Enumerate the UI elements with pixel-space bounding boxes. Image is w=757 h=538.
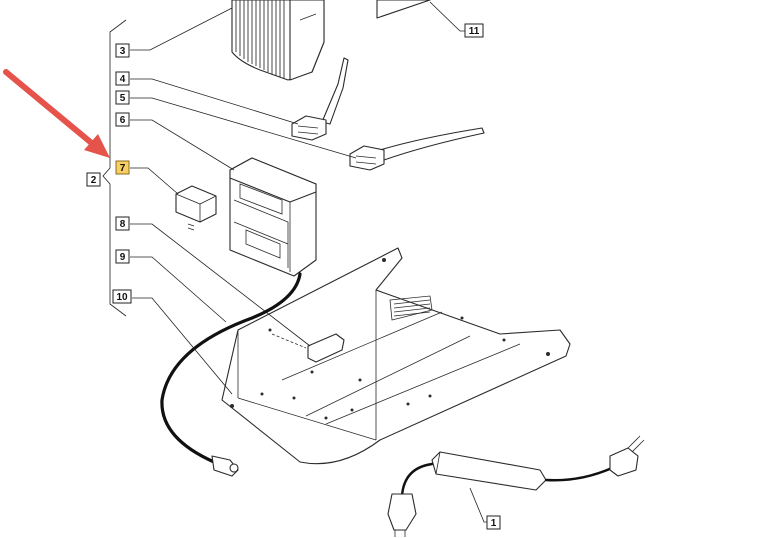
part-8-bracket — [271, 333, 345, 363]
base-plate — [221, 247, 571, 465]
group-bracket — [102, 19, 127, 317]
callout-3: 3 — [115, 43, 130, 58]
callout-6: 6 — [115, 112, 130, 127]
part-4-connector — [291, 57, 349, 141]
leader-11 — [429, 1, 465, 32]
leader-5 — [130, 97, 357, 159]
callout-5: 5 — [115, 90, 130, 105]
leader-4 — [130, 78, 299, 125]
svg-text:6: 6 — [120, 115, 126, 126]
svg-text:8: 8 — [120, 219, 126, 230]
leader-6 — [130, 119, 235, 171]
callout-8: 8 — [115, 216, 130, 231]
callout-10: 10 — [112, 289, 132, 304]
svg-text:2: 2 — [91, 175, 97, 186]
svg-text:11: 11 — [469, 26, 480, 37]
part-7-module — [175, 185, 217, 231]
svg-text:4: 4 — [120, 74, 126, 85]
part-6-housing — [229, 157, 317, 277]
callout-1: 1 — [486, 515, 501, 530]
svg-text:3: 3 — [120, 46, 126, 57]
callout-7-highlighted: 7 — [115, 160, 130, 175]
callout-11: 11 — [464, 23, 484, 38]
svg-text:9: 9 — [120, 252, 126, 263]
svg-text:1: 1 — [491, 518, 497, 529]
leader-3 — [130, 7, 233, 51]
part-11-panel — [376, 0, 431, 19]
svg-text:5: 5 — [120, 93, 126, 104]
leader-9 — [130, 256, 227, 323]
leader-10 — [132, 297, 233, 395]
leader-8 — [130, 223, 311, 347]
part-3-heatsink — [231, 0, 325, 81]
part-5-connector — [349, 127, 485, 171]
red-arrow-icon — [3, 69, 110, 158]
leader-7 — [130, 167, 179, 195]
part-1-power-adapter — [387, 435, 645, 537]
callout-2: 2 — [86, 172, 101, 187]
svg-text:7: 7 — [120, 163, 126, 174]
part-9-cable — [160, 272, 302, 477]
svg-text:10: 10 — [116, 292, 128, 303]
leader-1 — [469, 487, 488, 523]
callout-9: 9 — [115, 249, 130, 264]
callout-4: 4 — [115, 71, 130, 86]
